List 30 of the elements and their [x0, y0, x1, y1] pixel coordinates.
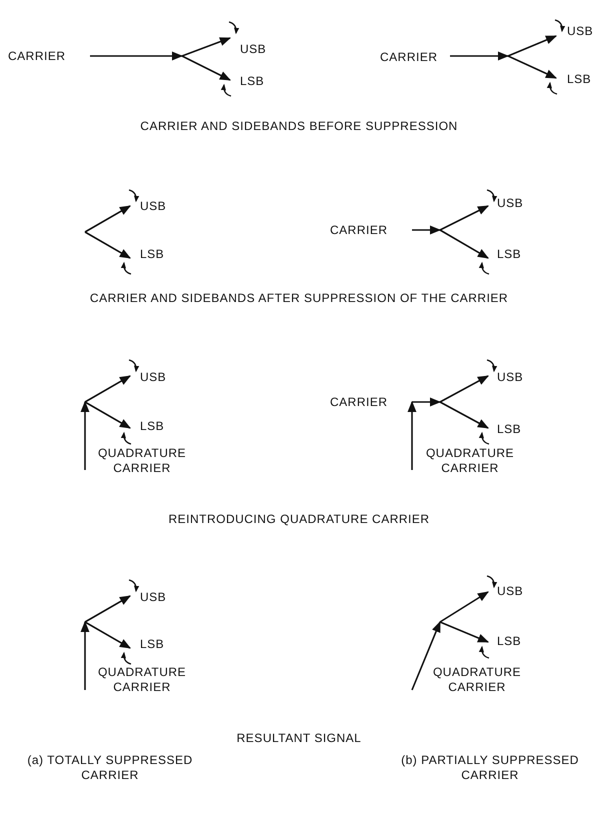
- subfigure-caption: (a) TOTALLY SUPPRESSED CARRIER: [26, 753, 194, 783]
- vector-label: USB: [140, 199, 166, 214]
- vector-label: LSB: [497, 247, 522, 262]
- vector-label: USB: [497, 370, 524, 385]
- vector-label: LSB: [140, 247, 164, 262]
- vector-label: LSB: [140, 419, 164, 434]
- vector-label: CARRIER: [8, 49, 66, 64]
- vector-label: USB: [240, 42, 266, 57]
- vector-label: USB: [567, 24, 594, 39]
- vector-label: LSB: [140, 637, 164, 652]
- vector-label: LSB: [240, 74, 264, 89]
- figure-caption: REINTRODUCING QUADRATURE CARRIER: [167, 512, 431, 527]
- vector-label: QUADRATURE CARRIER: [424, 446, 516, 476]
- vector-label: USB: [140, 370, 166, 385]
- vector-label: USB: [497, 196, 524, 211]
- vector-label: QUADRATURE CARRIER: [96, 665, 188, 695]
- vector-label: LSB: [497, 422, 522, 437]
- vector-label: LSB: [567, 72, 592, 87]
- vector-label: CARRIER: [330, 395, 388, 410]
- vector-label: USB: [140, 590, 166, 605]
- vector-label: USB: [497, 584, 524, 599]
- vector-label: CARRIER: [380, 50, 438, 65]
- vector-label: QUADRATURE CARRIER: [432, 665, 522, 695]
- figure-caption: CARRIER AND SIDEBANDS AFTER SUPPRESSION OF THE CARRIER: [88, 291, 510, 306]
- figure-caption: RESULTANT SIGNAL: [236, 731, 362, 746]
- vector-label: QUADRATURE CARRIER: [96, 446, 188, 476]
- figure-caption: CARRIER AND SIDEBANDS BEFORE SUPPRESSION: [139, 119, 459, 134]
- subfigure-caption: (b) PARTIALLY SUPPRESSED CARRIER: [400, 753, 580, 783]
- vector-label: CARRIER: [330, 223, 388, 238]
- vector-label: LSB: [497, 634, 522, 649]
